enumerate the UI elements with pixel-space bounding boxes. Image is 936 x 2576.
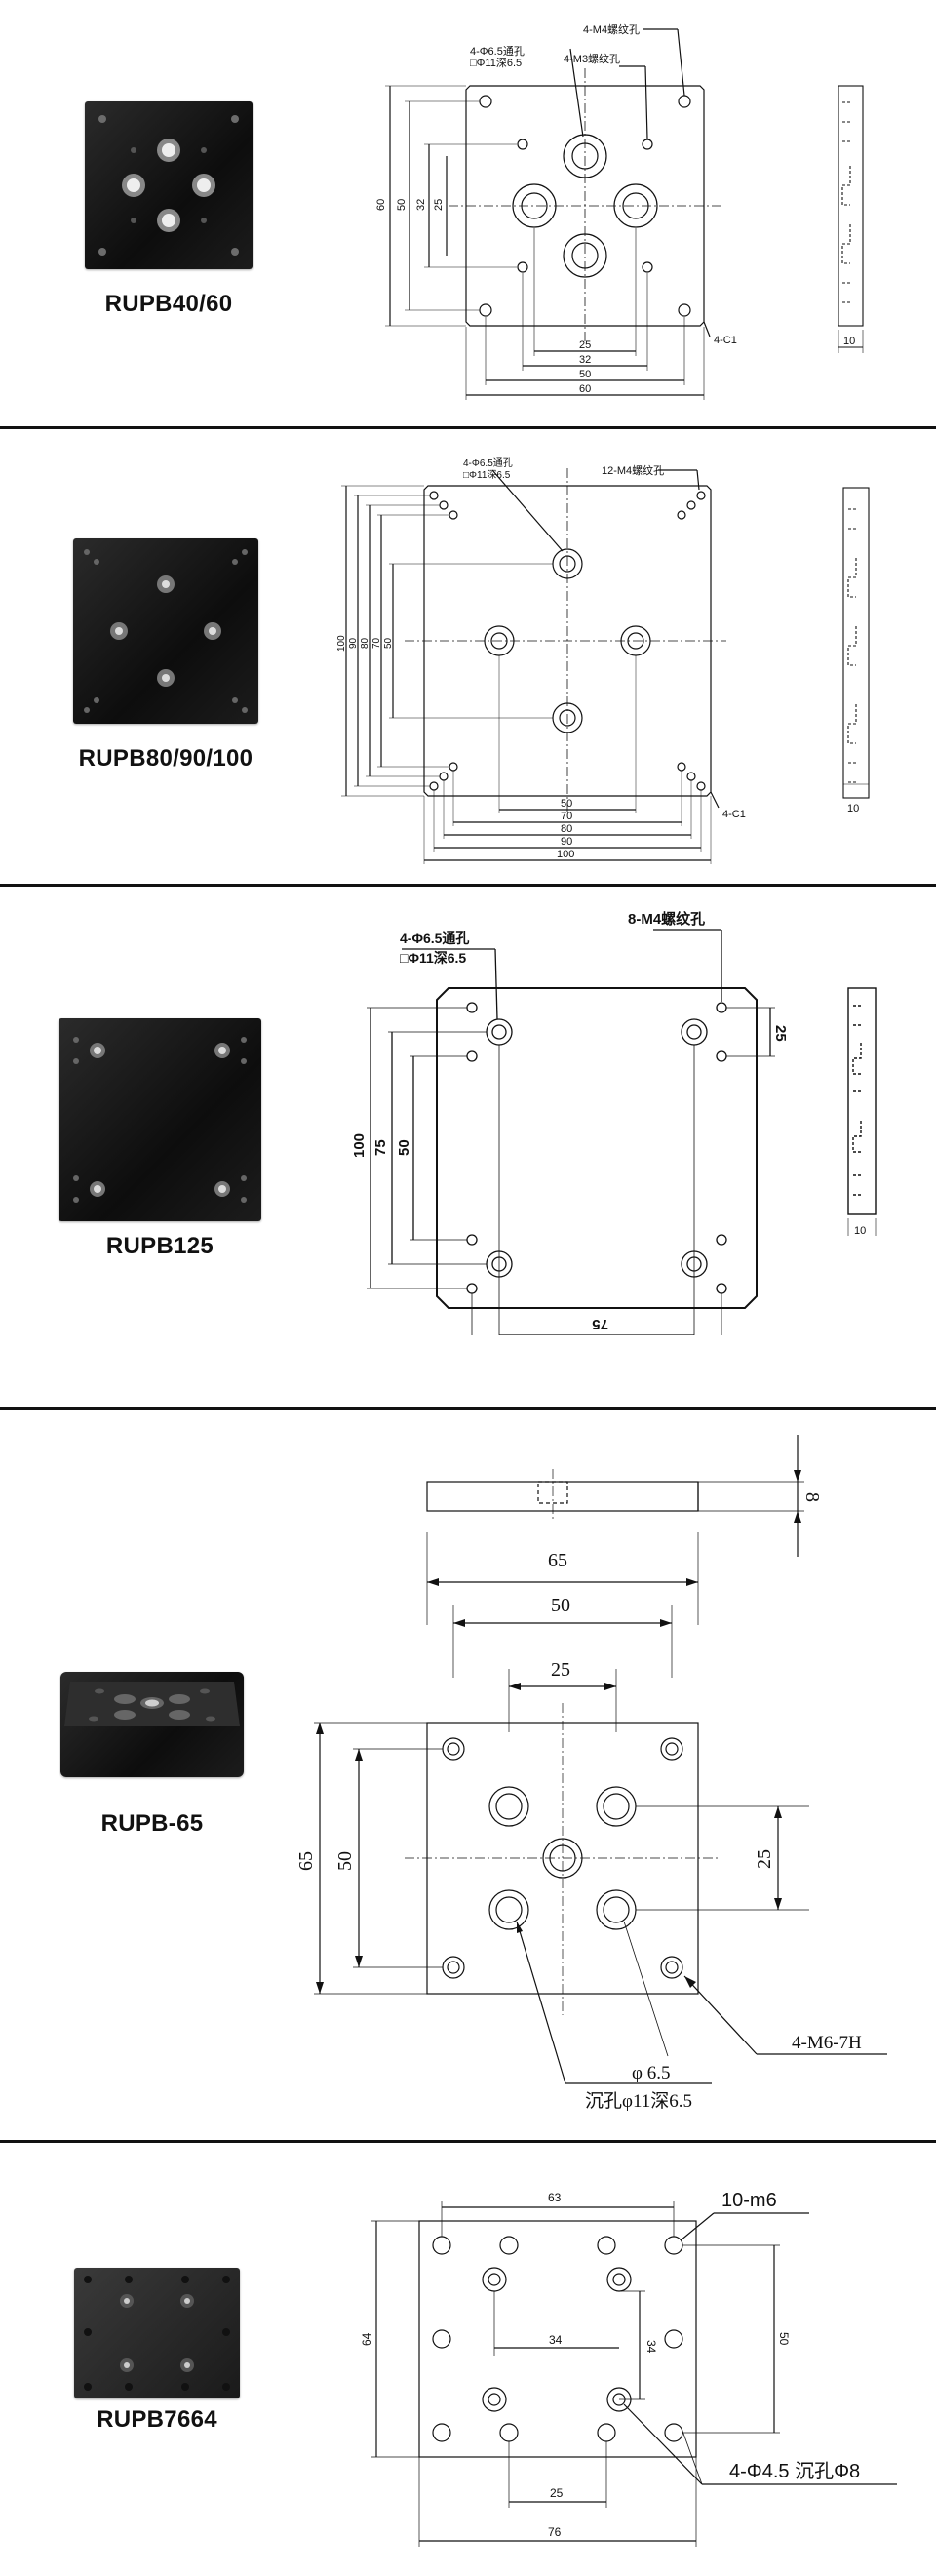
- callout-counterbore: 4-Φ4.5 沉孔Φ8: [729, 2460, 860, 2482]
- section-rupb-65: RUPB-65: [0, 1410, 936, 2140]
- dim-left-2: 90: [348, 637, 359, 649]
- dim-bottom-2: 70: [561, 811, 572, 822]
- section-rupb80-90-100: RUPB80/90/100: [0, 429, 936, 884]
- dim-right: 50: [777, 2332, 791, 2346]
- product-photo-rupb40-60: [85, 101, 253, 269]
- callout-thread: 4-M6-7H: [792, 2033, 862, 2053]
- dim-right: 25: [772, 1025, 789, 1042]
- model-label: RUPB7664: [97, 2406, 217, 2433]
- dim-left-4: 25: [433, 199, 445, 211]
- technical-drawing: 63 34 34 64 50 25 76 10-m6 4-Φ4.5 沉孔Φ8: [360, 2190, 897, 2547]
- callout-counterbore: 沉孔φ11深6.5: [585, 2090, 692, 2112]
- callout-m4: 12-M4螺纹孔: [602, 463, 664, 477]
- dim-thickness: 10: [854, 1225, 866, 1237]
- callout-chamfer: 4-C1: [722, 809, 746, 820]
- dim-bottom-1: 75: [592, 1316, 608, 1332]
- product-photo-rupb125: [58, 1018, 261, 1221]
- dim-bottom-3: 80: [561, 823, 572, 835]
- dim-bottom-1: 25: [550, 2486, 564, 2500]
- dim-top-2: 50: [551, 1595, 570, 1616]
- section-divider: [0, 1407, 936, 1410]
- model-label: RUPB80/90/100: [78, 745, 254, 772]
- model-label: RUPB-65: [100, 1810, 204, 1837]
- dim-inner-vertical: 34: [644, 2340, 658, 2354]
- dim-left-3: 50: [396, 1139, 412, 1156]
- callout-through-hole: 4-Φ6.5通孔: [470, 45, 525, 58]
- dim-bottom-1: 50: [561, 798, 572, 810]
- dim-thickness: 8: [801, 1492, 823, 1502]
- callout-m3: 4-M3螺纹孔: [564, 52, 620, 65]
- technical-drawing-side-view: 10: [847, 987, 877, 1237]
- technical-drawing-top-view: 4-Φ6.5通孔 □Φ11深6.5 4-M4螺纹孔 4-M3螺纹孔 4-C1 2…: [375, 22, 737, 400]
- callout-m6: 10-m6: [722, 2190, 777, 2211]
- dim-top-1: 65: [548, 1550, 567, 1571]
- dim-left-4: 70: [371, 637, 382, 649]
- dim-bottom-4: 90: [561, 836, 572, 848]
- technical-drawing-side-view: 10: [838, 85, 864, 353]
- dim-bottom-5: 100: [557, 849, 574, 860]
- callout-hole: φ 6.5: [632, 2063, 670, 2083]
- dim-left-2: 50: [396, 199, 408, 211]
- section-rupb125: RUPB125 4-Φ6.5通孔 □Φ11: [0, 887, 936, 1407]
- dim-bottom-1: 25: [579, 339, 591, 351]
- dim-right: 25: [754, 1849, 775, 1869]
- callout-counterbore: □Φ11深6.5: [400, 950, 466, 966]
- product-photo-rupb-65: [60, 1672, 244, 1777]
- dim-left-5: 50: [383, 637, 394, 649]
- section-rupb40-60: RUPB40/60: [0, 0, 936, 426]
- callout-counterbore: □Φ11深6.5: [470, 57, 522, 69]
- callout-through-hole: 4-Φ6.5通孔: [400, 931, 469, 946]
- dim-inner: 34: [549, 2333, 563, 2347]
- callout-m4: 4-M4螺纹孔: [583, 22, 640, 36]
- section-rupb7664: RUPB7664: [0, 2143, 936, 2576]
- technical-drawing-top-view: 4-Φ6.5通孔 □Φ11深6.5 12-M4螺纹孔 4-C1 50 70 80…: [336, 457, 746, 864]
- dim-left-3: 32: [415, 199, 427, 211]
- dim-bottom-2: 76: [548, 2525, 562, 2539]
- technical-drawing: 65 50 25 65 50 25 8 φ 6.5 沉孔φ11深6.5 4-M6…: [295, 1435, 887, 2112]
- dim-left-2: 75: [372, 1139, 389, 1156]
- model-label: RUPB125: [105, 1233, 214, 1259]
- callout-through-hole: 4-Φ6.5通孔: [463, 457, 513, 469]
- product-photo-rupb80-90-100: [73, 538, 258, 724]
- dim-thickness: 10: [847, 803, 859, 812]
- technical-drawing-side-view: 10: [842, 487, 870, 812]
- dim-bottom-4: 60: [579, 383, 591, 395]
- dim-top-3: 25: [551, 1659, 570, 1681]
- section-divider: [0, 884, 936, 887]
- dim-left-1: 65: [295, 1851, 317, 1871]
- callout-m4: 8-M4螺纹孔: [628, 910, 705, 928]
- section-divider: [0, 426, 936, 429]
- product-photo-rupb7664: [74, 2268, 240, 2398]
- section-divider: [0, 2140, 936, 2143]
- dim-bottom-3: 50: [579, 369, 591, 380]
- callout-counterbore: □Φ11深6.5: [463, 469, 511, 481]
- dim-left-1: 60: [375, 199, 387, 211]
- dim-left-2: 50: [334, 1851, 356, 1871]
- dim-left-1: 100: [351, 1133, 368, 1158]
- dim-top: 63: [548, 2191, 562, 2204]
- dim-left-1: 100: [336, 635, 347, 652]
- dim-bottom-2: 32: [579, 354, 591, 366]
- technical-drawing-top-view: 4-Φ6.5通孔 □Φ11深6.5 8-M4螺纹孔 75 100 100 75 …: [351, 910, 789, 1335]
- model-label: RUPB40/60: [104, 291, 233, 317]
- callout-chamfer: 4-C1: [714, 335, 737, 346]
- dim-left: 64: [360, 2332, 373, 2346]
- dim-thickness: 10: [843, 336, 855, 347]
- dim-left-3: 80: [360, 637, 370, 649]
